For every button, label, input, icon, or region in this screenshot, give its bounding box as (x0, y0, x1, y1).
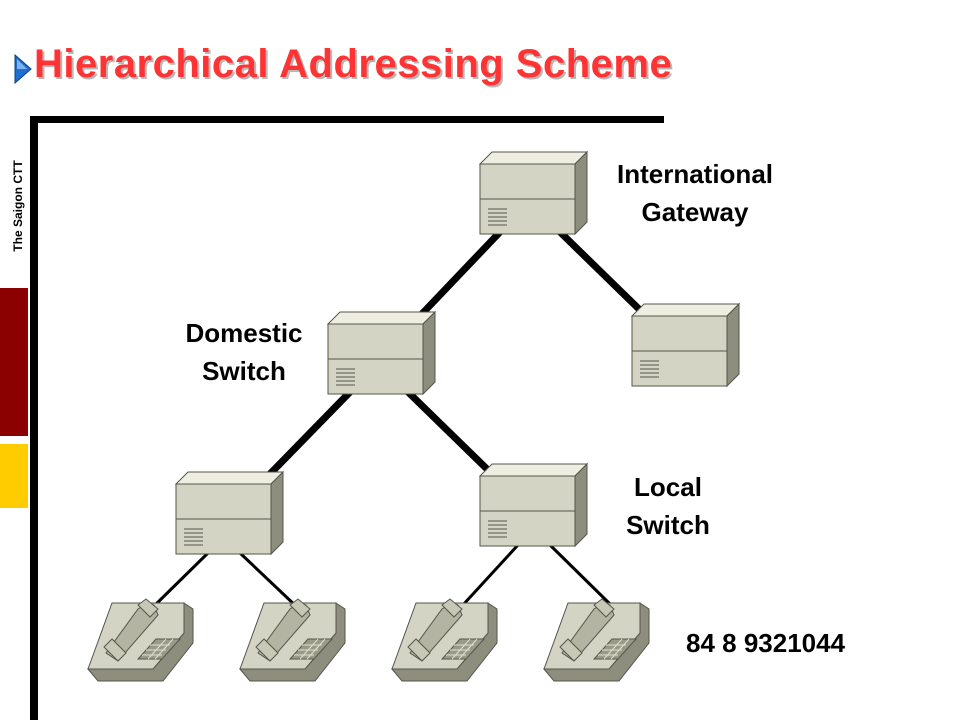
subscriber-lines (150, 543, 614, 610)
local-switch-icon (479, 463, 588, 547)
telephone-3-icon (391, 598, 498, 682)
telephone-1-icon (87, 598, 194, 682)
left-rule (30, 116, 38, 720)
link-domestic-local-left (264, 388, 354, 480)
local-switch-label: Local Switch (626, 472, 710, 540)
line-phone-1 (150, 551, 210, 610)
link-gateway-right (556, 228, 646, 316)
domestic-switch-icon (327, 311, 436, 395)
telephone-2-icon (239, 598, 346, 682)
gateway-switch-icon (479, 151, 588, 235)
title-bullet-icon (14, 54, 32, 84)
local-switch-left-icon (175, 471, 284, 555)
line-phone-4 (548, 543, 614, 608)
title-rule (34, 116, 664, 123)
domestic-switch-label: Domestic Switch (185, 318, 303, 386)
domestic-switch-right-icon (631, 303, 740, 387)
slide-title: Hierarchical Addressing Scheme (34, 42, 673, 86)
international-gateway-label: International Gateway (616, 159, 773, 227)
line-phone-3 (460, 543, 520, 608)
telephone-4-icon (543, 598, 650, 682)
link-gateway-domestic (414, 228, 504, 322)
sidebar-red-block (0, 288, 28, 436)
line-phone-2 (238, 551, 300, 610)
link-domestic-local (404, 388, 492, 474)
sidebar-yellow-block (0, 444, 28, 508)
phone-number: 84 8 9321044 (686, 628, 846, 658)
trunk-links (264, 228, 646, 480)
